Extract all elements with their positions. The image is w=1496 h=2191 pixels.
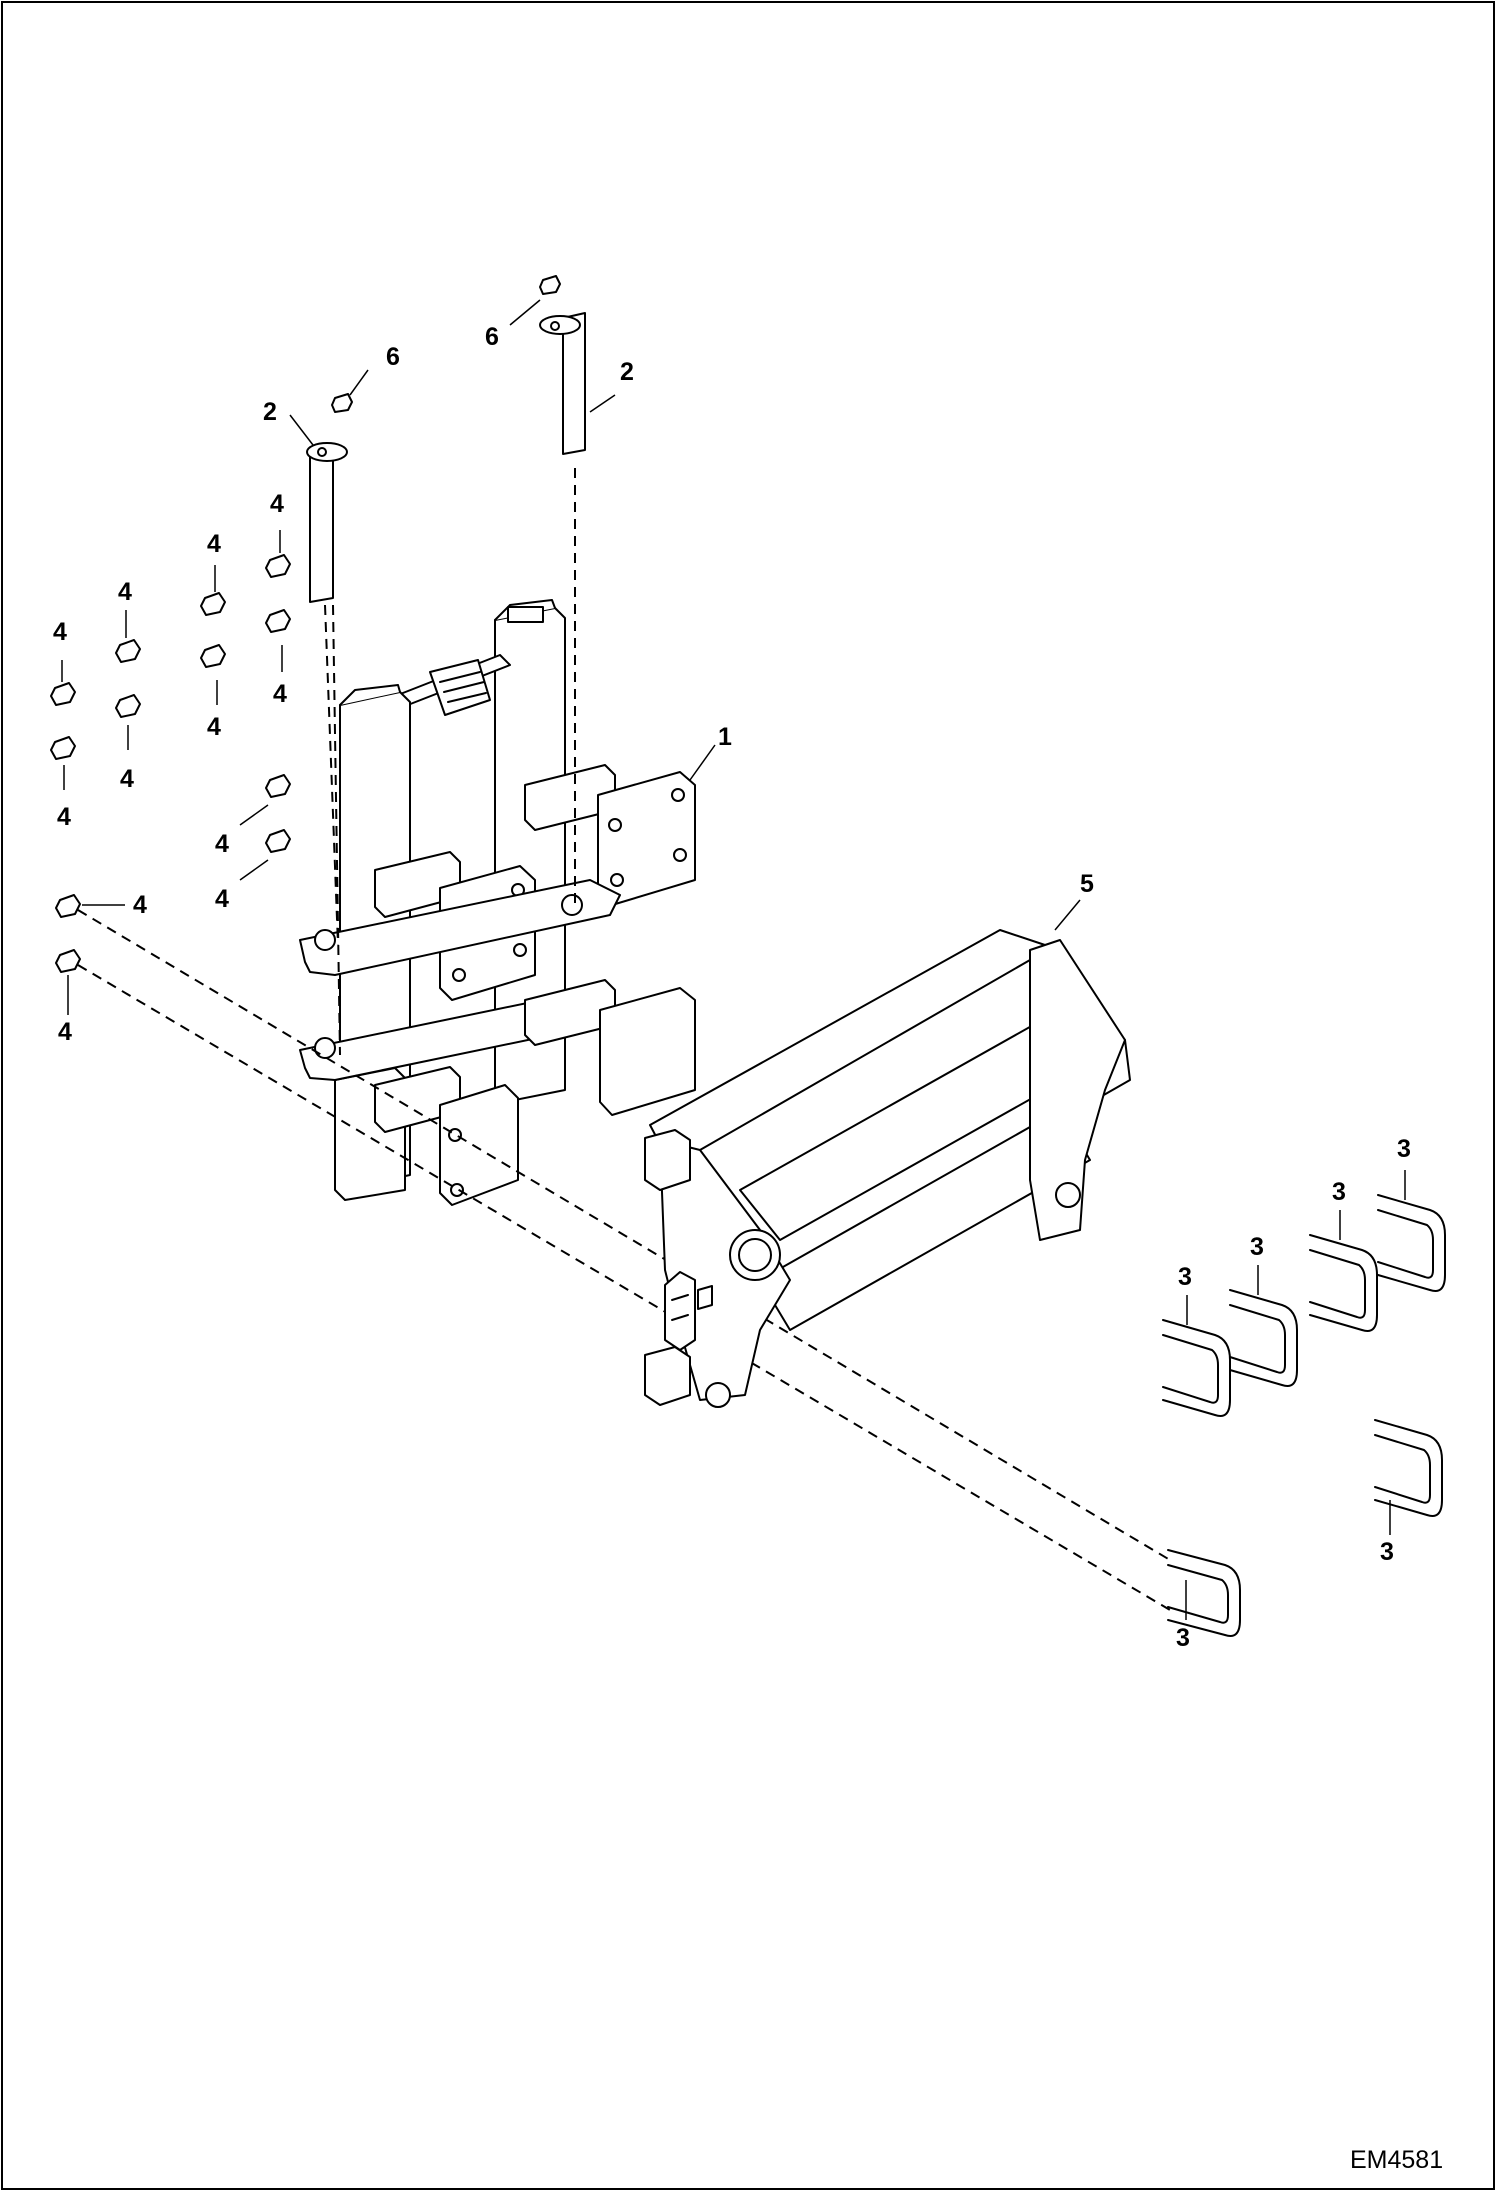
lower-left-plate [439, 1084, 519, 1206]
callout-labels: 1 2 2 6 6 4 4 4 4 4 4 4 4 4 4 4 4 5 3 3 … [53, 323, 1411, 1652]
callout-4-g: 4 [120, 765, 134, 793]
callout-5: 5 [1080, 870, 1094, 898]
upper-latch-bar [299, 879, 621, 976]
callout-4-e: 4 [273, 680, 287, 708]
callout-3-a: 3 [1178, 1263, 1192, 1291]
callout-4-b: 4 [207, 530, 221, 558]
callout-3-d: 3 [1397, 1135, 1411, 1163]
callout-1: 1 [718, 723, 732, 751]
callout-4-a: 4 [270, 490, 284, 518]
callout-3-e: 3 [1380, 1538, 1394, 1566]
callout-4-j: 4 [215, 885, 229, 913]
callout-2-left: 2 [263, 398, 277, 426]
callout-4-i: 4 [215, 830, 229, 858]
u-bolts [1162, 1194, 1446, 1637]
lock-nut-right [539, 275, 561, 295]
callout-6-left: 6 [386, 343, 400, 371]
figure-reference-code: EM4581 [1350, 2146, 1443, 2174]
callout-4-f: 4 [207, 713, 221, 741]
pin-right [539, 312, 586, 455]
lock-nut-left [331, 393, 353, 413]
callout-3-f: 3 [1176, 1624, 1190, 1652]
pin-left [306, 442, 348, 603]
lower-right-plate [599, 987, 696, 1116]
callout-4-d: 4 [53, 618, 67, 646]
nuts [50, 554, 291, 973]
frame-bracket [299, 599, 696, 1206]
callout-6-right: 6 [485, 323, 499, 351]
leader-lines [61, 299, 1406, 1620]
callout-4-c: 4 [118, 578, 132, 606]
callout-4-l: 4 [58, 1018, 72, 1046]
callout-4-k: 4 [133, 891, 147, 919]
callout-3-b: 3 [1250, 1233, 1264, 1261]
callout-4-h: 4 [57, 803, 71, 831]
callout-2-right: 2 [620, 358, 634, 386]
coupler-frame [644, 929, 1131, 1408]
callout-3-c: 3 [1332, 1178, 1346, 1206]
